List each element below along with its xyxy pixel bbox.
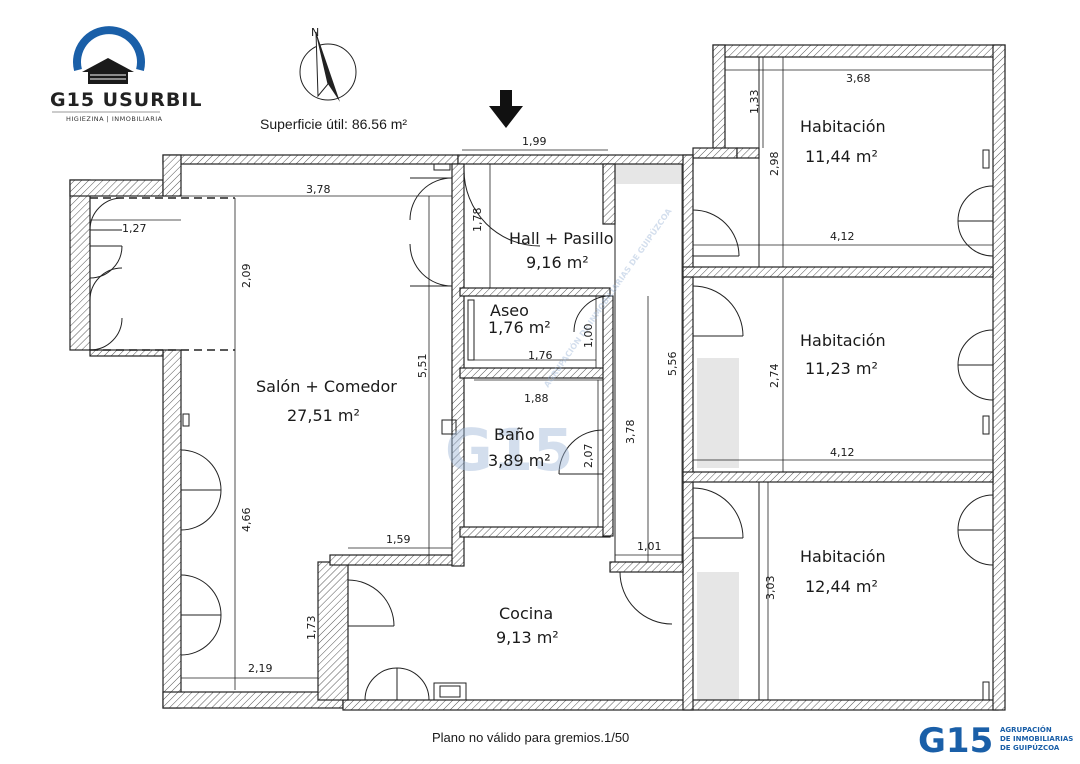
agency-logo-text: G15 [918, 721, 993, 761]
room-area: 27,51 m² [287, 406, 360, 425]
dim-label: 1,01 [637, 540, 662, 553]
room-habitacion-2: Habitación 11,23 m² [800, 331, 886, 378]
brand-logo: G15 USURBIL HIGIEZINA | INMOBILIARIA [50, 26, 202, 123]
dim-label: 2,74 [768, 364, 781, 389]
dim-label: 1,78 [471, 208, 484, 233]
room-habitacion-1: Habitación 11,44 m² [800, 117, 886, 166]
dim-label: 2,09 [240, 264, 253, 289]
agency-line-1: AGRUPACIÓN [1000, 725, 1052, 734]
room-area: 1,76 m² [488, 318, 551, 337]
logo-arc-icon [73, 26, 145, 71]
surface-label: Superficie útil: 86.56 m² [260, 116, 407, 132]
dim-label: 1,99 [522, 135, 547, 148]
dim-label: 1,59 [386, 533, 411, 546]
fixtures [182, 149, 990, 701]
dim-label: 5,51 [416, 354, 429, 379]
room-cocina: Cocina 9,13 m² [496, 604, 559, 647]
room-area: 11,44 m² [805, 147, 878, 166]
room-hall: Hall + Pasillo 9,16 m² [509, 229, 614, 272]
room-name: Habitación [800, 117, 886, 136]
dim-label: 1,33 [748, 90, 761, 115]
dim-label: 1,73 [305, 616, 318, 641]
room-name: Habitación [800, 547, 886, 566]
room-area: 3,89 m² [488, 451, 551, 470]
agency-logo: G15 AGRUPACIÓN DE INMOBILIARIAS DE GUIPÚ… [918, 721, 1073, 761]
dim-label: 2,07 [582, 444, 595, 469]
room-name: Aseo [490, 301, 529, 320]
compass-icon: N [299, 26, 357, 102]
dim-label: 4,66 [240, 508, 253, 533]
logo-subtitle: HIGIEZINA | INMOBILIARIA [66, 115, 163, 123]
room-area: 9,16 m² [526, 253, 589, 272]
inner-wall-outlines [180, 57, 994, 700]
room-area: 11,23 m² [805, 359, 878, 378]
room-bano: Baño 3,89 m² [488, 425, 551, 470]
dim-label: 5,56 [666, 352, 679, 377]
dim-label: 3,78 [624, 420, 637, 445]
room-habitacion-3: Habitación 12,44 m² [800, 547, 886, 596]
dim-label: 1,88 [524, 392, 549, 405]
agency-line-3: DE GUIPÚZCOA [1000, 743, 1060, 752]
room-name: Hall + Pasillo [509, 229, 614, 248]
dim-label: 1,76 [528, 349, 553, 362]
dim-label: 3,68 [846, 72, 871, 85]
entrance-arrow-icon [489, 90, 523, 128]
house-icon [82, 58, 134, 84]
dim-label: 2,98 [768, 152, 781, 177]
watermark-logo-text: G15 [445, 416, 573, 484]
doors [89, 169, 994, 701]
footer-note: Plano no válido para gremios.1/50 [432, 730, 629, 745]
room-name: Habitación [800, 331, 886, 350]
agency-line-2: DE INMOBILIARIAS [1000, 735, 1073, 743]
dim-label: 1,00 [582, 324, 595, 349]
room-name: Cocina [499, 604, 553, 623]
walls [69, 44, 1006, 711]
dim-label: 1,27 [122, 222, 147, 235]
dim-label: 3,03 [764, 576, 777, 601]
room-salon: Salón + Comedor 27,51 m² [256, 377, 397, 425]
dim-label: 2,19 [248, 662, 273, 675]
room-area: 12,44 m² [805, 577, 878, 596]
room-name: Salón + Comedor [256, 377, 397, 396]
logo-text: G15 USURBIL [50, 89, 202, 111]
room-area: 9,13 m² [496, 628, 559, 647]
compass-north-label: N [311, 26, 319, 39]
room-name: Baño [494, 425, 535, 444]
dimension-labels: 3,78 1,27 2,09 4,66 5,51 1,59 1,73 2,19 … [122, 72, 871, 675]
dim-label: 4,12 [830, 230, 855, 243]
dim-label: 3,78 [306, 183, 331, 196]
room-aseo: Aseo 1,76 m² [488, 301, 551, 337]
dimension-lines [90, 57, 993, 700]
dim-label: 4,12 [830, 446, 855, 459]
